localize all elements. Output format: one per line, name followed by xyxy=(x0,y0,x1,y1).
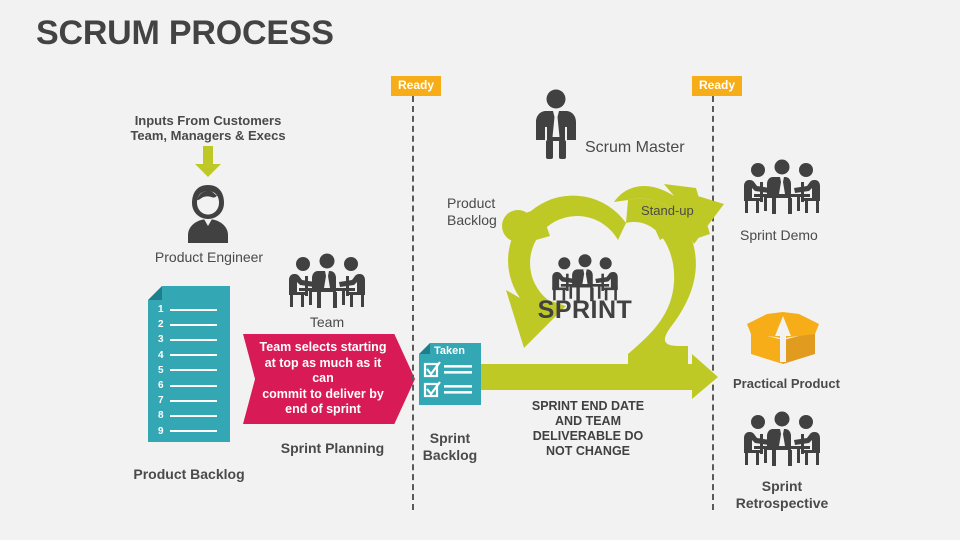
backlog-item: 1 xyxy=(148,302,230,317)
backlog-item: 4 xyxy=(148,348,230,363)
backlog-item-line xyxy=(170,414,217,417)
sprint-backlog-label-line-1: Sprint xyxy=(429,430,471,446)
sprint-planning-line-2: at top as much as it xyxy=(264,355,382,370)
sprint-planning-line-1: Team selects starting xyxy=(259,340,387,355)
right-divider-line xyxy=(712,96,714,510)
backlog-item: 3 xyxy=(148,332,230,347)
backlog-item-number: 9 xyxy=(158,425,164,437)
backlog-item-line xyxy=(170,384,217,387)
practical-product-box-icon xyxy=(747,312,819,364)
product-backlog-label: Product Backlog xyxy=(133,466,245,482)
product-engineer-icon xyxy=(188,185,228,243)
sprint-planning-line-5: end of sprint xyxy=(285,402,361,417)
sprint-planning-line-4: commit to deliver by xyxy=(262,386,384,401)
product-backlog-fold-corner xyxy=(148,286,162,300)
backlog-item: 7 xyxy=(148,393,230,408)
sprint-demo-icon xyxy=(744,159,820,214)
sprint-backlog-label: Sprint Backlog xyxy=(408,430,492,464)
ready-badge-right: Ready xyxy=(692,76,743,96)
center-product-backlog-label: Product Backlog xyxy=(447,195,497,229)
sprint-planning-label: Sprint Planning xyxy=(280,440,385,456)
sprint-word-label: SPRINT xyxy=(537,296,633,324)
backlog-item: 6 xyxy=(148,378,230,393)
sprint-end-date-note: SPRINT END DATE AND TEAM DELIVERABLE DO … xyxy=(500,399,676,459)
backlog-item: 9 xyxy=(148,424,230,439)
sprint-end-line-2: AND TEAM xyxy=(555,414,621,428)
ready-badge-left: Ready xyxy=(391,76,442,96)
sprint-backlog-label-line-2: Backlog xyxy=(422,447,478,463)
page-title: SCRUM PROCESS xyxy=(36,14,334,52)
down-arrow-icon xyxy=(195,146,221,177)
inputs-line-1: Inputs From Customers xyxy=(134,113,282,128)
backlog-item: 8 xyxy=(148,408,230,423)
sprint-demo-label: Sprint Demo xyxy=(740,227,818,243)
center-product-backlog-line-1: Product xyxy=(447,195,496,211)
sprint-cycle-arrows xyxy=(478,184,724,399)
sprint-retrospective-label: Sprint Retrospective xyxy=(722,478,842,512)
standup-label: Stand-up xyxy=(641,203,694,218)
scrum-master-icon xyxy=(536,89,576,159)
sprint-planning-line-3: can xyxy=(312,371,334,386)
backlog-item-number: 5 xyxy=(158,364,164,376)
inputs-from-customers-label: Inputs From Customers Team, Managers & E… xyxy=(118,113,298,143)
sprint-end-line-3: DELIVERABLE DO xyxy=(532,429,644,443)
backlog-item-number: 2 xyxy=(158,319,164,331)
sprint-end-line-4: NOT CHANGE xyxy=(545,444,631,458)
backlog-item-line xyxy=(170,308,217,311)
left-divider-line xyxy=(412,96,414,510)
practical-product-label: Practical Product xyxy=(733,376,840,391)
inputs-line-2: Team, Managers & Execs xyxy=(130,128,286,143)
sprint-backlog-checklist-icon xyxy=(423,361,472,398)
sprint-planning-arrow: Team selects starting at top as much as … xyxy=(243,334,415,424)
team-label: Team xyxy=(309,314,345,330)
backlog-item-number: 7 xyxy=(158,395,164,407)
backlog-item-number: 6 xyxy=(158,380,164,392)
sprint-retrospective-icon xyxy=(744,411,820,466)
backlog-item-number: 3 xyxy=(158,334,164,346)
team-meeting-icon xyxy=(289,253,365,308)
backlog-item-number: 4 xyxy=(158,349,164,361)
sprint-end-line-1: SPRINT END DATE xyxy=(531,399,645,413)
backlog-item-line xyxy=(170,323,217,326)
backlog-item-line xyxy=(170,369,217,372)
sprint-retrospective-line-1: Sprint xyxy=(761,478,803,494)
sprint-retrospective-line-2: Retrospective xyxy=(735,495,829,511)
backlog-item-number: 1 xyxy=(158,304,164,316)
product-engineer-label: Product Engineer xyxy=(154,249,264,265)
backlog-item-number: 8 xyxy=(158,410,164,422)
backlog-item-line xyxy=(170,338,217,341)
sprint-backlog-taken-label: Taken xyxy=(434,345,465,357)
center-product-backlog-line-2: Backlog xyxy=(447,212,497,228)
backlog-item-line xyxy=(170,430,217,433)
sprint-backlog-fold-corner xyxy=(419,343,430,354)
product-backlog-card: 1 2 3 4 5 6 7 xyxy=(148,286,230,442)
sprint-meeting-icon xyxy=(552,254,618,302)
backlog-item: 5 xyxy=(148,363,230,378)
backlog-item: 2 xyxy=(148,317,230,332)
backlog-item-line xyxy=(170,354,217,357)
scrum-master-label: Scrum Master xyxy=(585,139,685,156)
backlog-item-line xyxy=(170,399,217,402)
